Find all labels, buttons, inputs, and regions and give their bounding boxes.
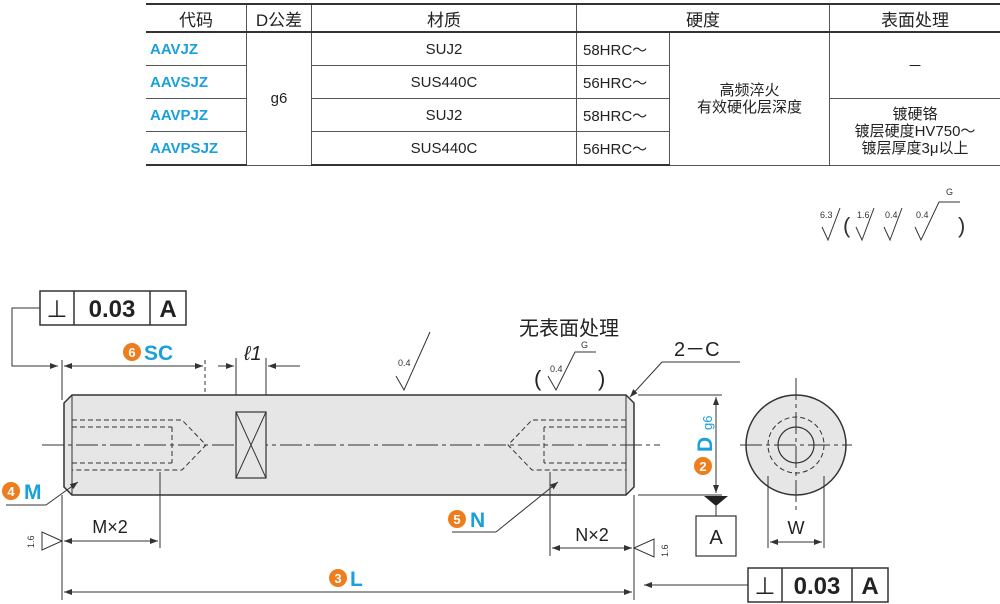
- hardness-note-line2: 有效硬化层深度: [696, 98, 802, 116]
- d-dimension: 2 D g6: [638, 394, 728, 516]
- legend-r1: 6.3: [820, 210, 833, 220]
- code-cell: AAVPSJZ: [146, 131, 247, 166]
- m-label: M: [24, 481, 42, 504]
- hardness-cell: 58HRC～: [576, 98, 670, 132]
- chamfer-callout: 2－C: [629, 339, 740, 398]
- legend-close-paren: ): [958, 213, 965, 238]
- l1-label: ℓ1: [243, 343, 262, 365]
- tolerance-value: 0.03: [89, 296, 136, 323]
- rough-04-label: 0.4: [398, 358, 411, 368]
- callout-badge-5: [448, 510, 466, 528]
- hardness-note-cell: 高频淬火 有效硬化层深度: [669, 32, 830, 166]
- hardness-cell: 58HRC～: [576, 32, 670, 66]
- tolerance-frame-bottom: ⊥ 0.03 A: [644, 567, 889, 603]
- table-row: AAVPJZ SUJ2 58HRC～ 镀硬铬 镀层硬度HV750～ 镀层厚度3μ…: [146, 98, 1000, 166]
- header-surface: 表面处理: [829, 3, 1000, 33]
- callout-number: 3: [334, 571, 341, 586]
- n-x2-label: N×2: [575, 525, 609, 545]
- callout-number: 5: [453, 512, 460, 527]
- d-tolerance-sub: g6: [700, 416, 715, 430]
- rough-g-label: G: [581, 340, 588, 350]
- roughness-legend: 6.3 ( 1.6 0.4 0.4 G ): [820, 187, 965, 242]
- datum-box: A: [695, 515, 737, 557]
- table-row: AAVJZ g6 SUJ2 58HRC～ 高频淬火 有效硬化层深度 －: [146, 32, 1000, 166]
- code-cell: AAVPJZ: [146, 98, 247, 132]
- roughness-shaft: 0.4: [395, 331, 431, 392]
- l-dimension: 3 L: [64, 568, 632, 595]
- callout-badge-4: [2, 482, 20, 500]
- hardness-cell: 56HRC～: [576, 65, 670, 99]
- callout-badge-2: [694, 457, 712, 475]
- plating-line1: 镀硬铬: [892, 106, 938, 124]
- n-label: N: [470, 509, 485, 532]
- sc-dimension: 6 SC: [61, 342, 206, 412]
- m-x2-dimension: M×2 1.6: [26, 472, 161, 600]
- plating-line2: 镀层硬度HV750～: [854, 123, 976, 141]
- chamfer-label: 2－C: [674, 339, 720, 361]
- tolerance-frame-top: ⊥ 0.03 A: [11, 290, 187, 369]
- surface-none-cell: －: [829, 32, 1000, 99]
- header-code: 代码: [146, 3, 247, 33]
- header-material: 材质: [311, 3, 577, 33]
- hardness-cell: 56HRC～: [576, 131, 670, 166]
- shaft-side-view: [42, 394, 660, 496]
- surface-plating-cell: 镀硬铬 镀层硬度HV750～ 镀层厚度3μ以上: [829, 98, 1000, 166]
- callout-badge-3: [329, 569, 347, 587]
- code-cell: AAVJZ: [146, 32, 247, 66]
- material-cell: SUS440C: [311, 131, 577, 166]
- material-cell: SUS440C: [311, 65, 577, 99]
- n-x2-dimension: N×2 1.6: [549, 472, 670, 600]
- tolerance-cell: g6: [246, 32, 312, 166]
- shaft-end-view: W: [740, 378, 852, 548]
- plating-line3: 镀层厚度3μ以上: [861, 140, 969, 158]
- sc-label: SC: [144, 342, 173, 365]
- legend-r3: 0.4: [885, 210, 898, 220]
- hardness-note-line1: 高频淬火: [719, 81, 780, 99]
- code-cell: AAVSJZ: [146, 65, 247, 99]
- header-d-tolerance: D公差: [246, 3, 312, 33]
- roughness-mark-icon: [914, 201, 960, 242]
- perpendicularity-icon: ⊥: [755, 573, 776, 600]
- rough-16-right: 1.6: [660, 544, 670, 557]
- roughness-mark-icon: [883, 207, 903, 242]
- roughness-mark-icon: [821, 207, 841, 242]
- datum-ref: A: [159, 296, 176, 323]
- header-hardness: 硬度: [576, 3, 830, 33]
- no-surface-label: 无表面处理: [519, 317, 619, 340]
- legend-g: G: [946, 187, 953, 197]
- d-label: D: [694, 437, 717, 452]
- tolerance-value: 0.03: [794, 573, 841, 600]
- callout-badge-6: [123, 343, 141, 361]
- datum-ref: A: [861, 573, 878, 600]
- material-cell: SUJ2: [311, 32, 577, 66]
- legend-open-paren: (: [843, 213, 851, 238]
- no-surface-note: 无表面处理 ( 0.4 G ): [519, 317, 619, 392]
- w-label: W: [788, 518, 805, 538]
- callout-number: 6: [128, 345, 135, 360]
- table-row: AAVSJZ SUS440C 56HRC～: [146, 65, 1000, 99]
- material-cell: SUJ2: [311, 98, 577, 132]
- legend-r4: 0.4: [916, 210, 929, 220]
- callout-number: 2: [699, 459, 706, 474]
- rough-04b-label: 0.4: [550, 364, 563, 374]
- m-x2-label: M×2: [92, 517, 128, 537]
- rough-16-left: 1.6: [26, 535, 36, 548]
- paren-open: (: [534, 366, 542, 391]
- spec-table: 代码 D公差 材质 硬度 表面处理 AAVJZ g6 SUJ2 58HRC～ 高…: [146, 3, 1000, 166]
- callout-number: 4: [7, 484, 15, 499]
- perpendicularity-icon: ⊥: [47, 296, 68, 323]
- table-header-row: 代码 D公差 材质 硬度 表面处理: [146, 3, 1000, 33]
- m-callout: 4 M: [2, 481, 79, 506]
- paren-close: ): [598, 366, 605, 391]
- legend-r2: 1.6: [857, 210, 870, 220]
- roughness-mark-icon: [855, 207, 875, 242]
- table-row: AAVPSJZ SUS440C 56HRC～: [146, 131, 1000, 166]
- n-callout: 5 N: [448, 481, 559, 533]
- l-label: L: [350, 568, 363, 591]
- datum-label: A: [709, 527, 723, 549]
